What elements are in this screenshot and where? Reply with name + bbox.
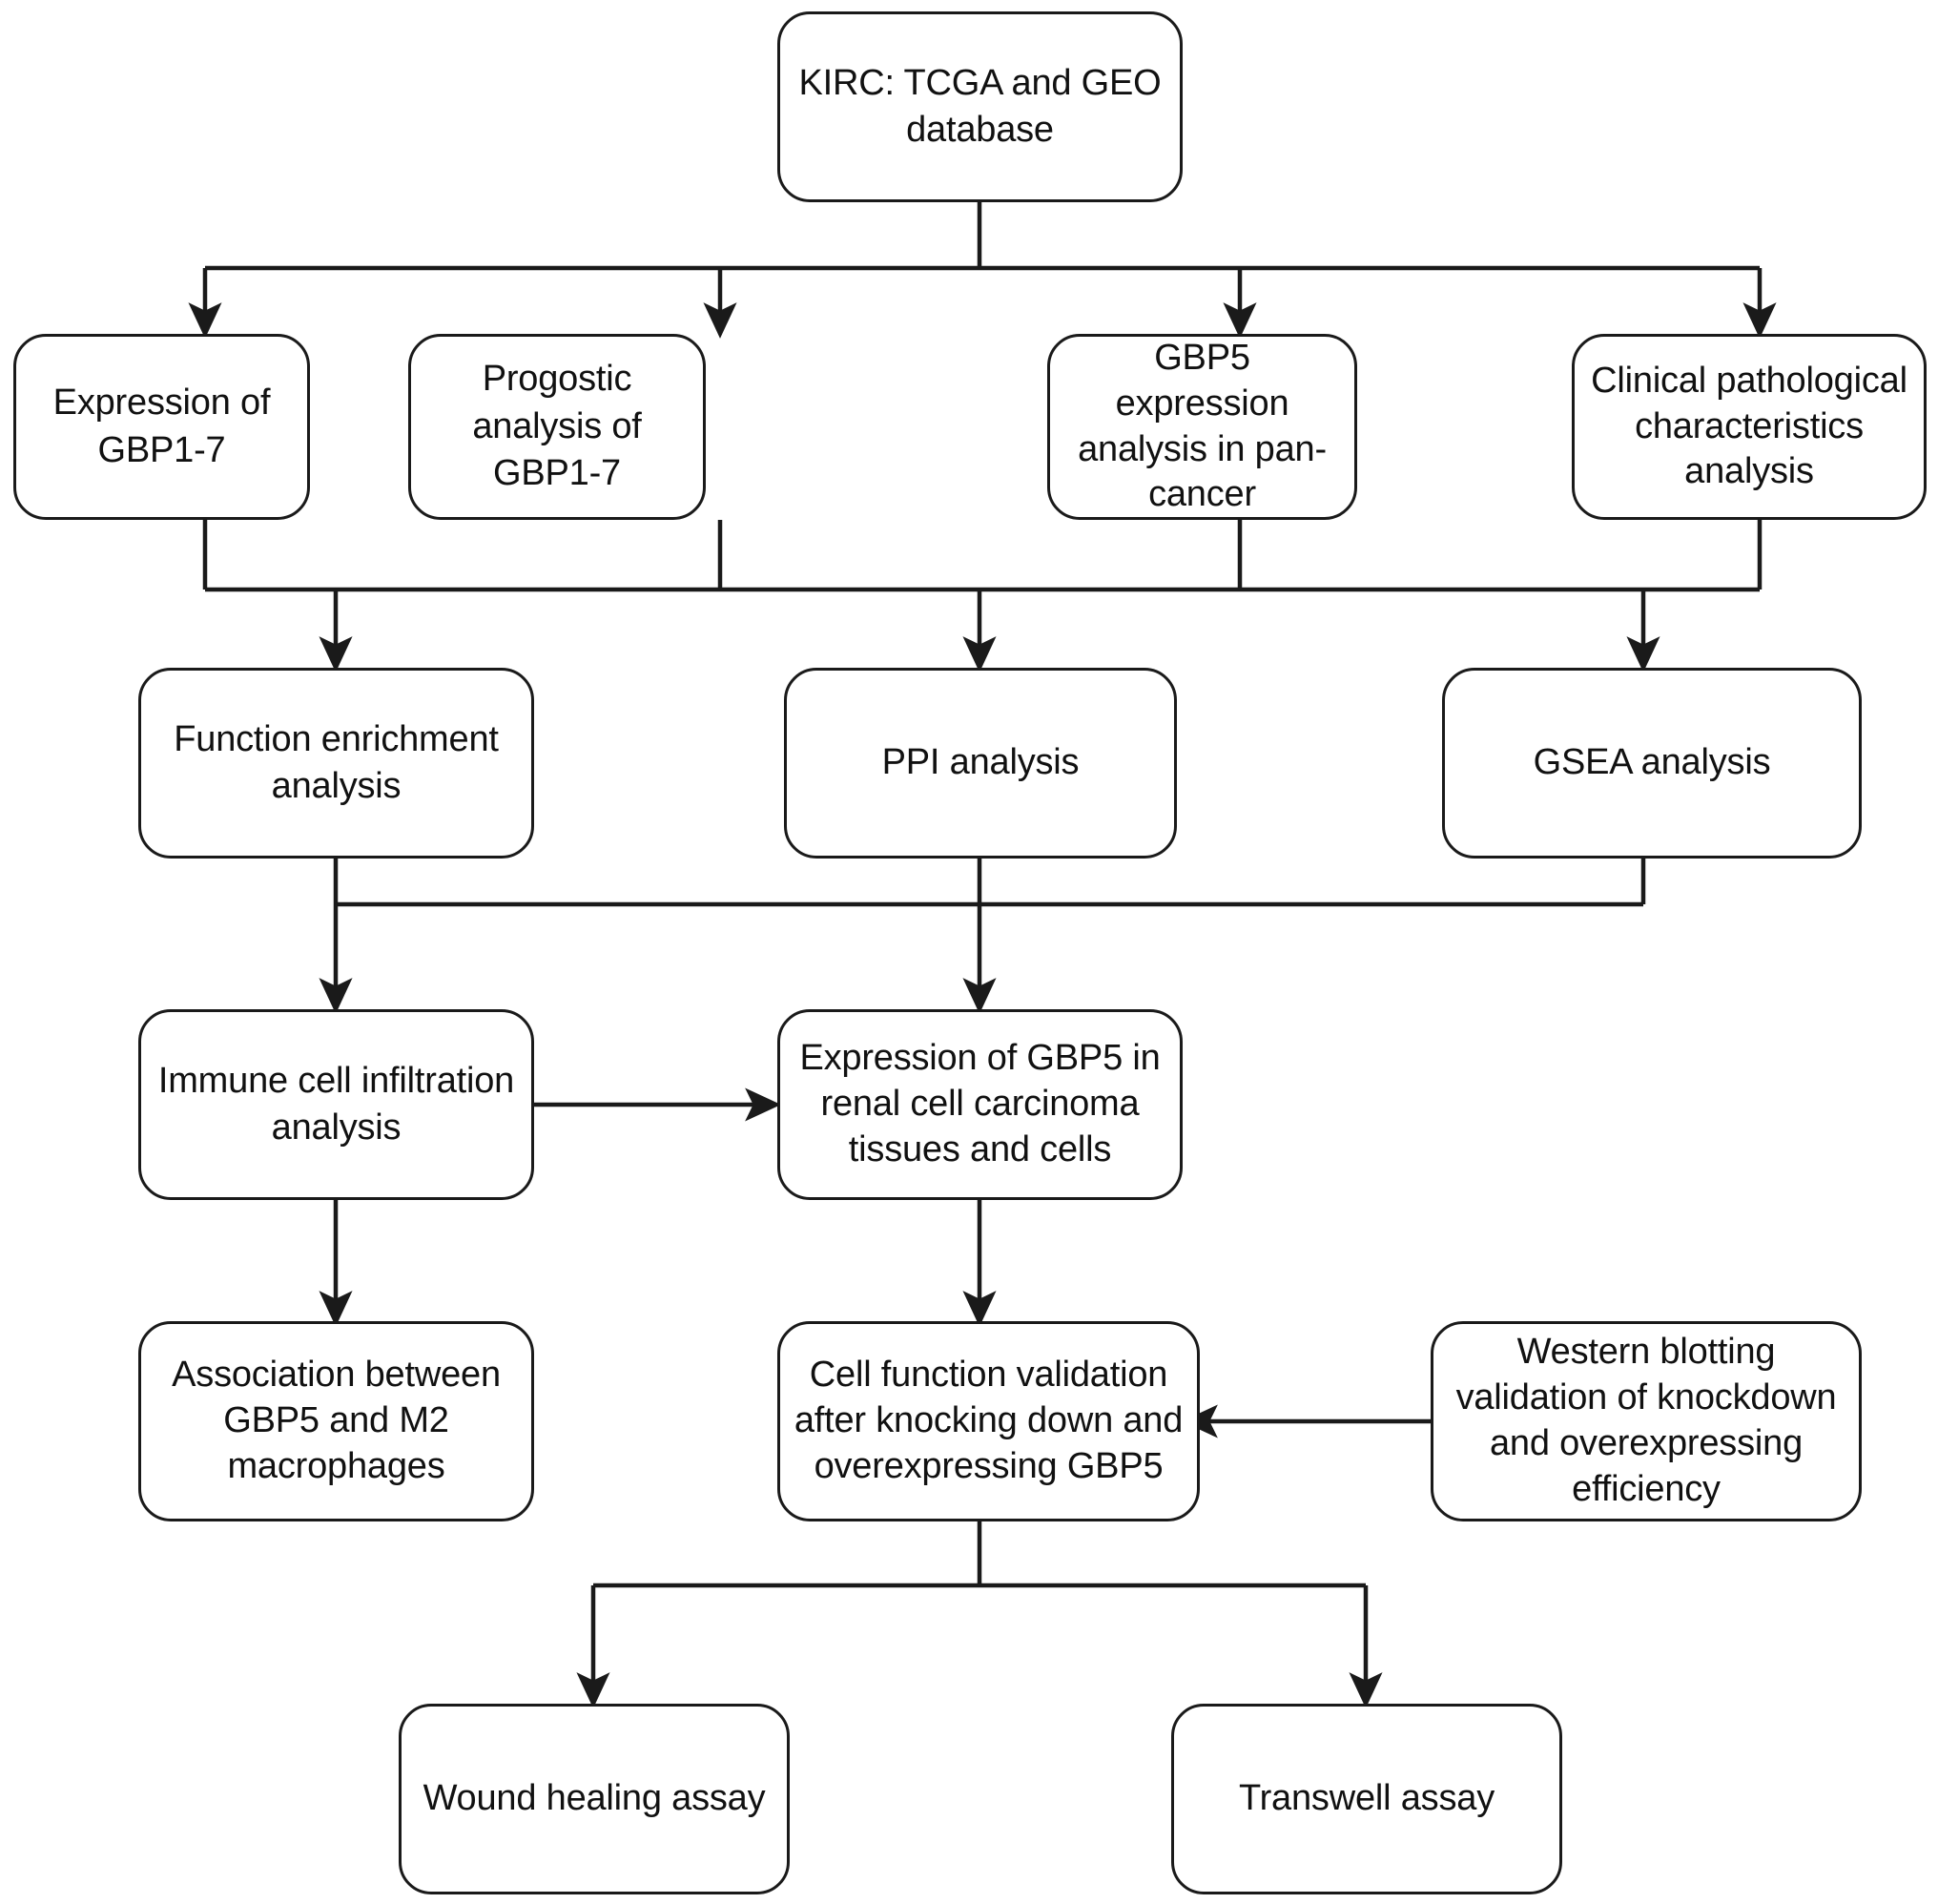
node-wound-healing-label: Wound healing assay <box>423 1778 766 1819</box>
node-pan-cancer[interactable]: GBP5 expression analysis in pan-cancer <box>1047 334 1357 520</box>
node-cell-function-label: Cell function validation after knocking … <box>794 1355 1184 1486</box>
node-source-label: KIRC: TCGA and GEO database <box>798 62 1162 150</box>
node-function-enrichment[interactable]: Function enrichment analysis <box>138 668 534 859</box>
node-cell-function[interactable]: Cell function validation after knocking … <box>777 1321 1200 1521</box>
node-prognostic-gbp-label: Progostic analysis of GBP1-7 <box>472 359 642 494</box>
node-pan-cancer-label: GBP5 expression analysis in pan-cancer <box>1078 337 1327 515</box>
node-m2-association[interactable]: Association between GBP5 and M2 macropha… <box>138 1321 534 1521</box>
node-western-blot-label: Western blotting validation of knockdown… <box>1455 1332 1837 1509</box>
node-prognostic-gbp[interactable]: Progostic analysis of GBP1-7 <box>408 334 706 520</box>
node-clinical-path-label: Clinical pathological characteristics an… <box>1591 360 1907 492</box>
node-immune-infiltration-label: Immune cell infiltration analysis <box>157 1060 515 1148</box>
node-immune-infiltration[interactable]: Immune cell infiltration analysis <box>138 1009 534 1200</box>
node-m2-association-label: Association between GBP5 and M2 macropha… <box>172 1355 501 1486</box>
node-gbp5-tissue-label: Expression of GBP5 in renal cell carcino… <box>799 1038 1161 1169</box>
node-gsea-label: GSEA analysis <box>1533 742 1771 783</box>
node-clinical-path[interactable]: Clinical pathological characteristics an… <box>1572 334 1927 520</box>
node-gsea[interactable]: GSEA analysis <box>1442 668 1862 859</box>
node-transwell[interactable]: Transwell assay <box>1171 1704 1562 1894</box>
node-expression-gbp-label: Expression of GBP1-7 <box>52 383 271 470</box>
node-expression-gbp[interactable]: Expression of GBP1-7 <box>13 334 310 520</box>
node-transwell-label: Transwell assay <box>1238 1778 1495 1819</box>
node-source[interactable]: KIRC: TCGA and GEO database <box>777 11 1183 202</box>
node-function-enrichment-label: Function enrichment analysis <box>174 718 499 806</box>
node-wound-healing[interactable]: Wound healing assay <box>399 1704 790 1894</box>
node-gbp5-tissue[interactable]: Expression of GBP5 in renal cell carcino… <box>777 1009 1183 1200</box>
node-ppi[interactable]: PPI analysis <box>784 668 1177 859</box>
node-ppi-label: PPI analysis <box>881 742 1080 783</box>
node-western-blot[interactable]: Western blotting validation of knockdown… <box>1431 1321 1862 1521</box>
